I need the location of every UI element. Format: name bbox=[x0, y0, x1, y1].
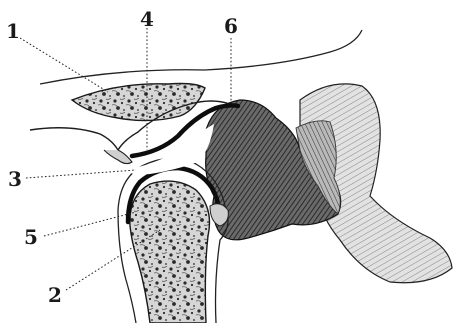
callout-5: 5 bbox=[24, 225, 38, 249]
callout-2: 2 bbox=[48, 283, 62, 307]
socket-lip bbox=[104, 150, 132, 164]
callout-6: 6 bbox=[224, 14, 238, 38]
synovial-fold bbox=[210, 204, 228, 226]
lower-bone-shaft bbox=[130, 181, 210, 323]
leader-1 bbox=[20, 38, 108, 92]
soft-tissue-outline bbox=[40, 30, 362, 84]
leader-3 bbox=[26, 170, 136, 178]
leader-5 bbox=[44, 212, 136, 236]
callout-1: 1 bbox=[6, 19, 20, 43]
upper-bone-plate bbox=[72, 84, 205, 121]
callout-4: 4 bbox=[140, 7, 154, 31]
callout-3: 3 bbox=[8, 167, 22, 191]
